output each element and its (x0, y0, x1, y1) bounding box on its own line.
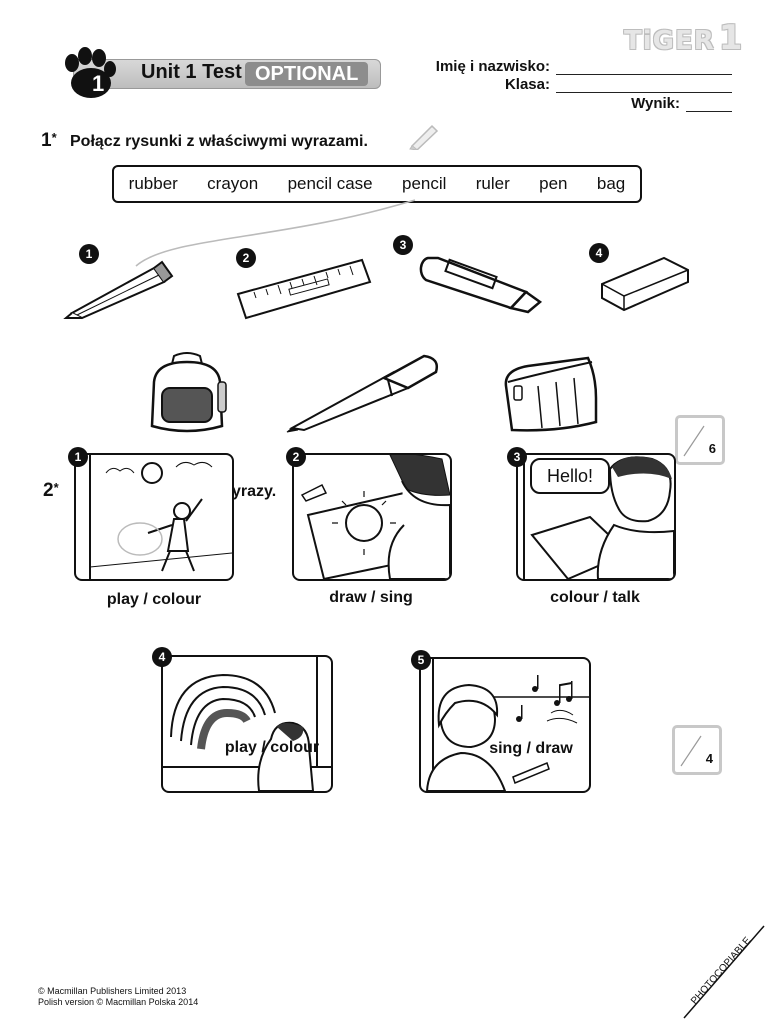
score-field[interactable]: Wynik: (380, 95, 732, 112)
girl-singing-icon (425, 659, 589, 791)
name-field[interactable]: Imię i nazwisko: (380, 58, 732, 75)
ruler-icon (236, 258, 372, 320)
name-label: Imię i nazwisko: (435, 58, 550, 75)
name-line[interactable] (556, 60, 732, 75)
word-crayon: crayon (207, 174, 259, 193)
panel-5-label: sing / draw (489, 740, 573, 757)
exercise2-score-box[interactable]: 4 (672, 725, 722, 775)
unit-title: Unit 1 Test (141, 61, 242, 83)
panel-5-badge: 5 (411, 650, 431, 670)
panel-3-badge: 3 (507, 447, 527, 467)
exercise2-instruction: yrazy. (232, 483, 277, 500)
unit-number: 1 (92, 71, 105, 96)
boy-talking-icon (523, 455, 674, 579)
exercise2-score-max: 4 (705, 751, 713, 766)
score-slash-icon (683, 425, 705, 457)
bag-icon (150, 352, 227, 433)
word-bag: bag (596, 174, 626, 193)
word-bank: rubber crayon pencil case pencil ruler p… (112, 165, 642, 203)
exercise2-star: * (53, 480, 59, 495)
score-label: Wynik: (631, 95, 680, 112)
item4-badge: 4 (589, 243, 609, 263)
boy-drawing-sun-icon (300, 455, 450, 579)
copyright-line-1: © Macmillan Publishers Limited 2013 (38, 986, 187, 996)
speech-bubble: Hello! (530, 458, 610, 494)
panel-2-picture (292, 453, 452, 581)
panel-1-badge: 1 (68, 447, 88, 467)
word-pen: pen (539, 174, 568, 193)
class-line[interactable] (556, 78, 732, 93)
class-field[interactable]: Klasa: (380, 76, 732, 93)
word-pencil: pencil (401, 174, 447, 193)
score-line[interactable] (686, 97, 732, 112)
exercise2-number-value: 2 (43, 480, 54, 501)
pencil-case-icon (504, 356, 598, 432)
exercise1-star: * (51, 130, 57, 145)
crayon-icon (419, 256, 543, 314)
exercise1-number: 1* (41, 130, 57, 152)
brand-level: 1 (718, 18, 744, 58)
paw-icon (65, 47, 116, 98)
item2-badge: 2 (236, 248, 256, 268)
boy-colouring-rainbow-icon (163, 657, 331, 791)
panel-5-picture (419, 657, 591, 793)
panel-2-badge: 2 (286, 447, 306, 467)
panel-4-picture (161, 655, 333, 793)
exercise2-number: 2* (43, 480, 59, 502)
unit-banner: 1 Unit 1 Test OPTIONAL (55, 47, 385, 98)
exercise1-instruction: Połącz rysunki z właściwymi wyrazami. (70, 133, 368, 150)
word-rubber: rubber (128, 174, 178, 193)
optional-badge: OPTIONAL (245, 62, 369, 86)
photocopiable-corner (683, 925, 765, 1019)
item3-badge: 3 (393, 235, 413, 255)
pencil-icon (63, 260, 174, 320)
class-label: Klasa: (504, 76, 550, 93)
exercise1-score-box[interactable]: 6 (675, 415, 725, 465)
panel-1-picture (74, 453, 234, 581)
brand-name: TiGER (624, 26, 715, 56)
exercise1-number-value: 1 (41, 130, 52, 151)
word-ruler: ruler (475, 174, 510, 193)
word-pencil-case: pencil case (287, 174, 373, 193)
panel-2-label: draw / sing (329, 589, 413, 606)
item1-badge: 1 (79, 244, 99, 264)
rubber-icon (601, 256, 689, 312)
pen-icon (286, 354, 438, 433)
panel-4-label: play / colour (224, 739, 320, 756)
boy-playing-ball-icon (89, 455, 232, 579)
pencil-doodle-icon (409, 124, 439, 150)
score-slash-icon (680, 735, 702, 767)
copyright-line-2: Polish version © Macmillan Polska 2014 (38, 997, 199, 1007)
exercise1-score-max: 6 (708, 441, 716, 456)
panel-4-badge: 4 (152, 647, 172, 667)
panel-3-label: colour / talk (550, 589, 640, 606)
panel-1-label: play / colour (106, 591, 202, 608)
example-connector-line (135, 199, 416, 267)
